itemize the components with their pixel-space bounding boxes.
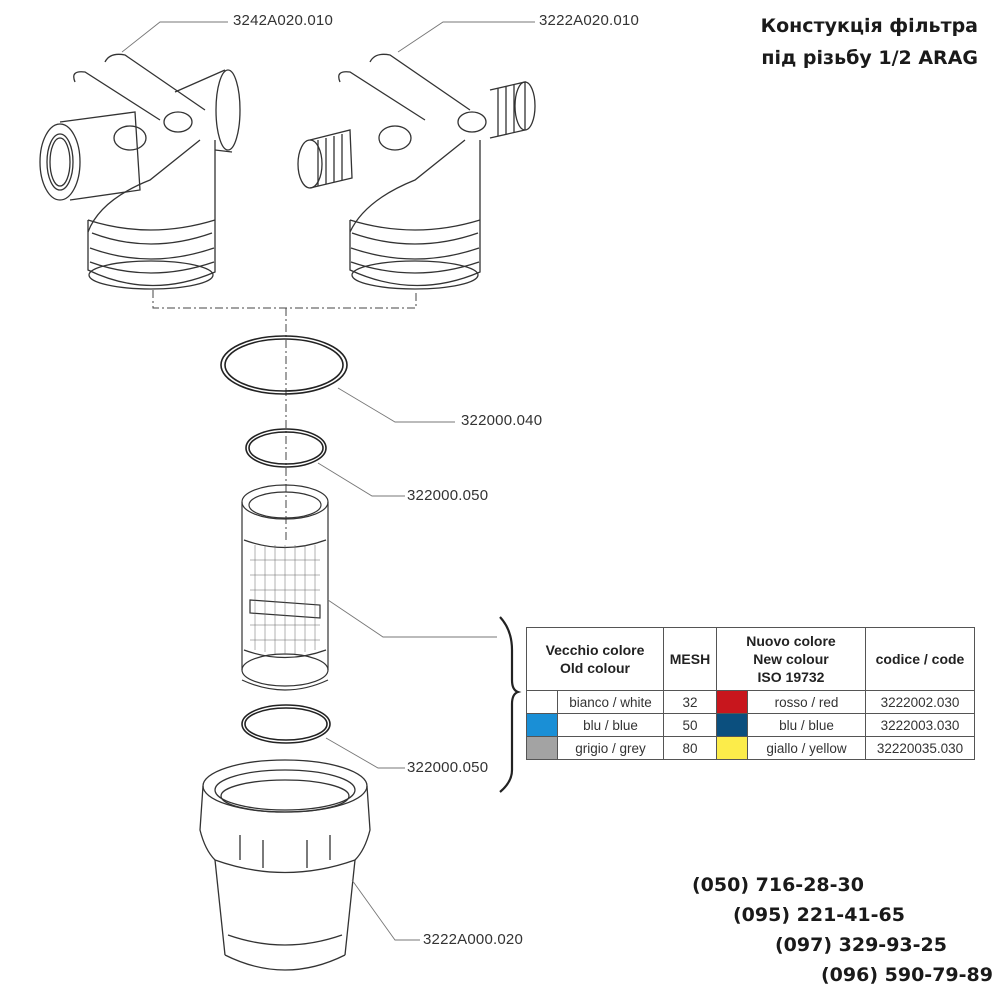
phone-number-4: (096) 590-79-89 [821, 964, 993, 986]
part-label-oring-small-top: 322000.050 [407, 487, 489, 504]
old-colour-swatch [526, 713, 558, 737]
code-value: 3222003.030 [865, 713, 975, 737]
header-mesh: MESH [663, 627, 717, 691]
table-row: bianco / white 32 rosso / red 3222002.03… [526, 690, 975, 714]
part-label-oring-large: 322000.040 [461, 412, 543, 429]
table-row: blu / blue 50 blu / blue 3222003.030 [526, 713, 975, 737]
code-value: 32220035.030 [865, 736, 975, 760]
part-label-oring-small-bottom: 322000.050 [407, 759, 489, 776]
old-colour-label: grigio / grey [557, 736, 664, 760]
new-colour-label: rosso / red [747, 690, 866, 714]
oring-small-top-icon [245, 428, 327, 468]
new-colour-swatch [716, 713, 748, 737]
phone-number-1: (050) 716-28-30 [692, 874, 864, 896]
header-code: codice / code [865, 627, 975, 691]
old-colour-label: bianco / white [557, 690, 664, 714]
mesh-colour-table: Vecchio colore Old colour MESH Nuovo col… [526, 627, 975, 760]
table-brace-icon [499, 616, 522, 793]
filter-bowl-icon [199, 759, 371, 971]
title-line-2: під різьбу 1/2 ARAG [761, 47, 978, 69]
table-header-row: Vecchio colore Old colour MESH Nuovo col… [526, 627, 975, 691]
part-label-body-male: 3222A020.010 [539, 12, 639, 29]
new-colour-swatch [716, 736, 748, 760]
table-row: grigio / grey 80 giallo / yellow 3222003… [526, 736, 975, 760]
mesh-value: 32 [663, 690, 717, 714]
phone-number-3: (097) 329-93-25 [775, 934, 947, 956]
oring-large-icon [220, 335, 348, 395]
new-colour-label: giallo / yellow [747, 736, 866, 760]
old-colour-label: blu / blue [557, 713, 664, 737]
code-value: 3222002.030 [865, 690, 975, 714]
new-colour-swatch [716, 690, 748, 714]
phone-number-2: (095) 221-41-65 [733, 904, 905, 926]
title-line-1: Констукція фільтра [760, 15, 978, 37]
mesh-value: 80 [663, 736, 717, 760]
header-old-colour: Vecchio colore Old colour [526, 627, 664, 691]
part-label-bowl: 3222A000.020 [423, 931, 523, 948]
filter-body-male-icon [297, 53, 536, 290]
old-colour-swatch [526, 736, 558, 760]
part-label-body-female: 3242A020.010 [233, 12, 333, 29]
old-colour-swatch [526, 690, 558, 714]
page-title: Констукція фільтра під різьбу 1/2 ARAG [761, 10, 978, 74]
filter-body-female-icon [39, 53, 241, 290]
new-colour-label: blu / blue [747, 713, 866, 737]
mesh-value: 50 [663, 713, 717, 737]
header-new-colour: Nuovo colore New colour ISO 19732 [716, 627, 866, 691]
oring-small-bottom-icon [241, 704, 331, 744]
